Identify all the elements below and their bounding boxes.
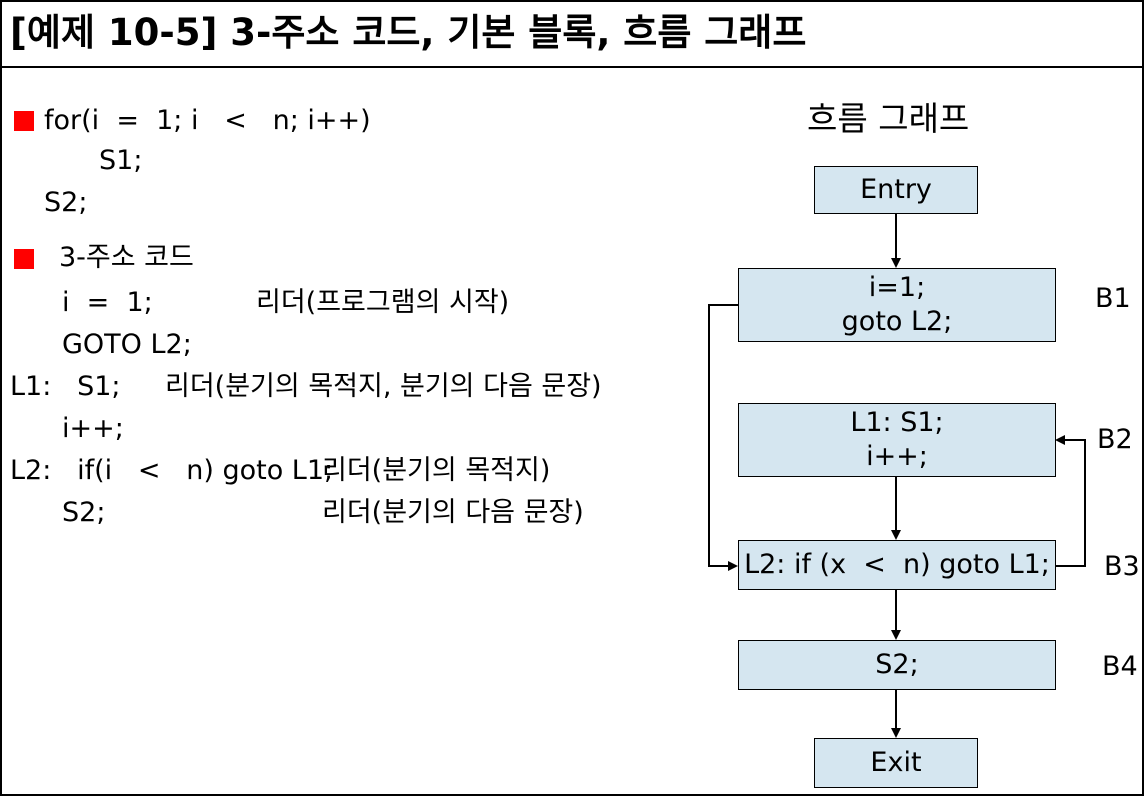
tac-comment: 리더(분기의 목적지, 분기의 다음 문장) — [165, 371, 602, 402]
tac-code-line: S2; — [62, 497, 106, 528]
block-label-b3: B3 — [1104, 551, 1140, 582]
edge-b3-b2 — [1055, 435, 1086, 567]
block-line: i++; — [866, 441, 928, 472]
block-line: i=1; — [868, 272, 926, 303]
block-b3: L2: if (x < n) goto L1; — [738, 540, 1056, 590]
edge-b1-b3 — [708, 304, 738, 571]
block-b4: S2; — [738, 640, 1056, 690]
block-label-b4: B4 — [1102, 651, 1138, 682]
tac-comment: 리더(분기의 목적지) — [322, 455, 551, 486]
source-line-for: for(i = 1; i < n; i++) — [44, 105, 371, 136]
tac-comment: 리더(프로그램의 시작) — [256, 287, 510, 318]
source-line-s1: S1; — [99, 145, 143, 176]
block-line: L1: S1; — [850, 407, 944, 438]
exit-label: Exit — [870, 747, 922, 778]
title-divider — [2, 66, 1142, 68]
tac-code-line: L1: S1; — [10, 371, 121, 402]
tac-code-line: i++; — [62, 413, 124, 444]
tac-code-line: i = 1; — [62, 287, 153, 318]
entry-node: Entry — [814, 166, 978, 214]
source-line-s2: S2; — [44, 187, 88, 218]
tac-code-line: L2: if(i < n) goto L1; — [10, 455, 334, 486]
entry-label: Entry — [860, 174, 932, 205]
tac-code-line: GOTO L2; — [62, 329, 192, 360]
block-line: goto L2; — [841, 306, 953, 337]
block-line: S2; — [875, 649, 919, 680]
flow-graph-title: 흐름 그래프 — [807, 99, 970, 138]
exit-node: Exit — [814, 738, 978, 788]
block-label-b1: B1 — [1095, 283, 1131, 314]
bullet-square-icon — [14, 249, 34, 269]
slide-title: [예제 10-5] 3-주소 코드, 기본 블록, 흐름 그래프 — [10, 11, 807, 54]
bullet-square-icon — [14, 111, 34, 131]
block-b1: i=1; goto L2; — [738, 268, 1056, 342]
block-b2: L1: S1; i++; — [738, 403, 1056, 477]
block-line: L2: if (x < n) goto L1; — [744, 549, 1050, 580]
tac-comment: 리더(분기의 다음 문장) — [322, 497, 584, 528]
block-label-b2: B2 — [1097, 424, 1133, 455]
three-address-heading: 3-주소 코드 — [59, 242, 194, 273]
